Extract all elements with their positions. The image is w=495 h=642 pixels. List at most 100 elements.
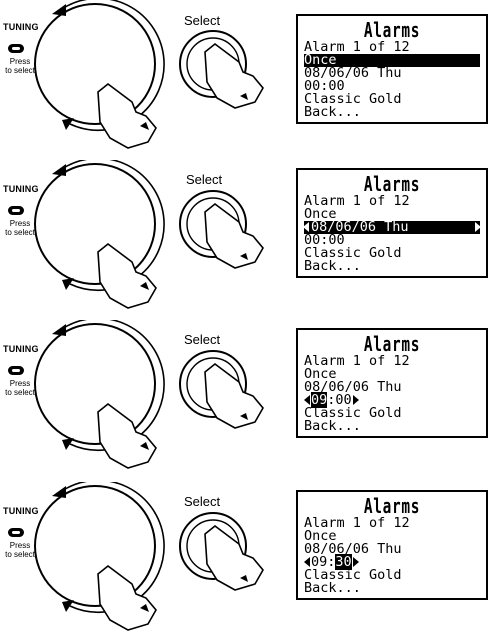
lcd-menu-line: Alarm 1 of 12 (304, 353, 410, 369)
hours-field: 09 (311, 554, 328, 570)
left-arrow-icon (304, 395, 310, 405)
cuff-mark (240, 93, 248, 100)
press-label-line: Press (9, 57, 31, 66)
pressing-hand-icon (204, 362, 264, 429)
left-arrow-icon (303, 222, 309, 232)
press-label-line: to select (5, 388, 35, 397)
lcd-menu-line: Alarm 1 of 12 (304, 39, 410, 55)
arrowhead-icon (52, 486, 66, 498)
press-label-line: to select (5, 66, 35, 75)
arrowhead-icon (62, 118, 74, 130)
select-label: Select (184, 494, 221, 509)
cuff-mark (140, 442, 149, 450)
lcd-edit-line: 08/06/06 Thu (303, 219, 481, 235)
lcd-menu-line: 08/06/06 Thu (304, 65, 402, 81)
press-label-line: Press (9, 541, 31, 550)
tuning-dial (34, 3, 156, 125)
lcd-menu-line: Back... (304, 580, 361, 596)
pressing-hand-icon (204, 524, 264, 591)
lcd-menu-line: Alarm 1 of 12 (304, 193, 410, 209)
select-label: Select (186, 172, 223, 187)
lcd-title: Alarms (363, 18, 421, 42)
arrowhead-icon (52, 324, 66, 336)
tuning-label: TUNING (3, 22, 39, 32)
controls-illustration (8, 0, 264, 149)
tuning-dial (34, 485, 156, 607)
tuning-button-slot (12, 369, 20, 372)
controls-illustration (8, 482, 264, 631)
lcd-menu-line: Back... (304, 258, 361, 274)
minutes-field: 00 (335, 392, 352, 408)
hours-field: 09 (311, 392, 328, 408)
arrowhead-icon (62, 278, 74, 290)
select-label: Select (184, 332, 221, 347)
lcd-menu-line: Classic Gold (304, 91, 402, 107)
lcd-menu-line: Alarm 1 of 12 (304, 515, 410, 531)
controls-illustration (8, 320, 264, 469)
lcd-time-edit-line: 09:00 (304, 392, 480, 408)
lcd-time-edit-line: 09:30 (304, 554, 480, 570)
press-label-line: Press (9, 219, 31, 228)
press-label-line: to select (5, 228, 35, 237)
cuff-mark (240, 413, 248, 420)
cuff-mark (240, 253, 248, 260)
tuning-label: TUNING (3, 184, 39, 194)
press-label-line: to select (5, 550, 35, 559)
right-arrow-icon (475, 222, 481, 232)
tuning-dial (34, 163, 156, 285)
edit-value: 08/06/06 Thu (311, 219, 409, 235)
time-colon: : (327, 392, 336, 408)
left-arrow-icon (304, 557, 310, 567)
select-knob (179, 30, 247, 98)
pressing-hand-icon (204, 202, 264, 269)
lcd-menu-line: Once (304, 528, 337, 544)
tuning-label: TUNING (3, 506, 39, 516)
lcd-menu-line: Back... (304, 418, 361, 434)
select-knob (179, 190, 247, 258)
lcd-selected-line: Once (304, 53, 480, 67)
select-knob (179, 350, 247, 418)
lcd-title: Alarms (363, 172, 421, 196)
lcd-menu-line: Back... (304, 104, 361, 120)
arrowhead-icon (52, 164, 66, 176)
lcd-menu-line: Classic Gold (304, 405, 402, 421)
cuff-mark (240, 575, 248, 582)
tuning-dial (34, 323, 156, 445)
minutes-field: 30 (335, 554, 352, 570)
cuff-mark (140, 122, 149, 130)
arrowhead-icon (62, 438, 74, 450)
lcd-title: Alarms (363, 494, 421, 518)
arrowhead-icon (52, 4, 66, 16)
edit-highlight-bar (304, 221, 480, 234)
lcd-menu-line: 08/06/06 Thu (304, 541, 402, 557)
lcd-menu-line: Classic Gold (304, 567, 402, 583)
pointing-hand-icon (97, 82, 157, 149)
cuff-mark (140, 282, 149, 290)
lcd-title: Alarms (363, 332, 421, 356)
lcd-menu-line: 00:00 (304, 78, 345, 94)
lcd-menu-line: Classic Gold (304, 245, 402, 261)
time-colon: : (327, 554, 336, 570)
pressing-hand-icon (204, 42, 264, 109)
tuning-button-slot (12, 47, 20, 50)
cuff-mark (140, 604, 149, 612)
lcd-menu-line: Once (304, 206, 337, 222)
pointing-hand-icon (97, 242, 157, 309)
lcd-menu-line: Once (304, 366, 337, 382)
tuning-button-slot (12, 531, 20, 534)
arrowhead-icon (62, 600, 74, 612)
pointing-hand-icon (97, 402, 157, 469)
controls-illustration (8, 160, 264, 309)
select-knob (179, 512, 247, 580)
